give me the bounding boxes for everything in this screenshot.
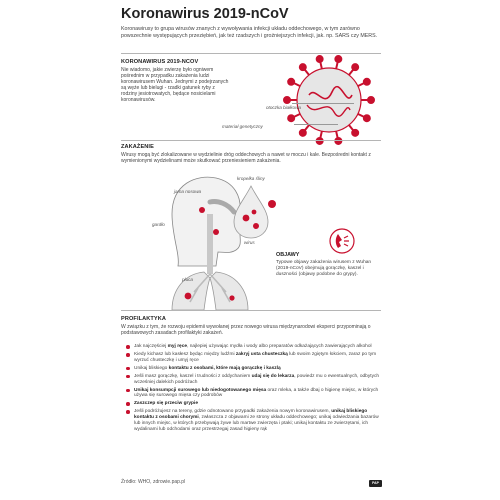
prevention-item: Kiedy kichasz lub kasłesz będąc między l… [121,352,381,364]
virus-label: wirus [244,240,255,245]
lungs-label: płuca [182,277,193,282]
virus-description: Nie wiadomo, jakie zwierzę było ogniwem … [121,67,229,104]
virus-spike-head [315,55,324,64]
throat-label: gardło [152,222,165,227]
infection-description: Wirusy mogą być zlokalizowane w wydzieli… [121,152,371,165]
infographic-page: Koronawirus 2019-nCoV Koronawirusy to gr… [114,0,386,500]
virus-spike-head [351,63,360,72]
nasal-cavity-label: jama nosowa [174,189,202,194]
bullet-dot [126,374,130,379]
saliva-droplet-label: kropelka śliny [237,176,265,181]
virus-spike-head [298,63,307,72]
prevention-intro: W związku z tym, że rozwoju epidemii wyw… [121,324,371,337]
divider [121,140,381,141]
prevention-list: Jak najczęściej myj ręce, najlepiej używ… [121,344,381,435]
virus-spike-head [351,128,360,137]
virus-markers [184,207,235,301]
divider [121,310,381,311]
virus-spike-head [362,114,371,123]
genetic-material-label: materiał genetyczny [222,124,263,129]
bullet-dot [126,388,130,393]
prevention-item: Unikaj bliskiego kontaktu z osobami, któ… [121,366,381,372]
symptoms-text: Typowe objawy zakażenia wirusem z Wuhan … [276,260,372,277]
prevention-item: Jak najczęściej myj ręce, najlepiej używ… [121,344,381,350]
virus-spike-head [287,114,296,123]
respiratory-system-illustration [171,176,249,311]
coronavirus-illustration [283,55,375,145]
virus-spike-head [283,96,291,104]
bullet-dot [126,410,130,414]
prevention-item: Jeśli podróżujesz na tereny, gdzie odnot… [121,409,381,432]
virus-spike-head [298,128,307,137]
divider [121,53,381,54]
virus-spike-head [362,77,371,86]
symptoms-heading: OBJAWY [276,252,300,258]
virus-heading: KORONAWIRUS 2019-NCOV [121,59,199,65]
virus-spike-head [287,77,296,86]
envelope-label: otoczka białkowa [266,105,301,110]
source-credit: Źródło: WHO, zdrowie.pap.pl [121,479,186,485]
virus-spike-head [334,55,343,64]
bullet-dot [126,352,130,357]
page-title: Koronawirus 2019-nCoV [121,6,289,22]
envelope-leader-line [292,103,354,104]
virus-icon [268,200,276,208]
coughing-icon [329,228,355,254]
prevention-item: Zaszczep się przeciw grypie [121,401,381,407]
symptoms-box: OBJAWY Typowe objawy zakażenia wirusem z… [276,252,374,278]
prevention-item: Jeśli masz gorączkę, kaszel i trudności … [121,374,381,386]
bullet-dot [126,345,130,349]
pap-logo: PAP [369,480,382,487]
virus-spike-head [367,96,375,104]
genetic-leader-line [294,124,338,125]
prevention-heading: PROFILAKTYKA [121,316,167,322]
prevention-item: Unikaj konsumpcji surowego lub niedogoto… [121,388,381,400]
infection-heading: ZAKAŻENIE [121,144,154,150]
bullet-dot [126,402,130,406]
saliva-droplet-illustration [233,185,269,239]
bullet-dot [126,366,130,371]
intro-text: Koronawirusy to grupa wirusów znanych z … [121,26,378,39]
